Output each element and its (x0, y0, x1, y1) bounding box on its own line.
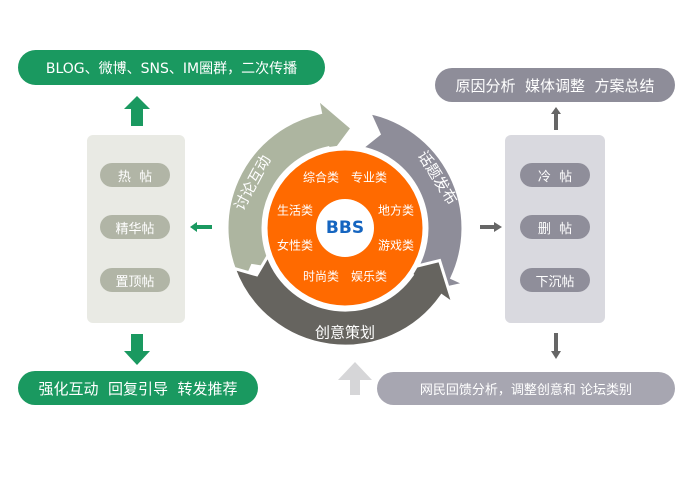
category-label: 时尚类 (303, 270, 339, 284)
cold-post: 冷 帖 (520, 163, 590, 187)
pinned-post: 置顶帖 (100, 268, 170, 292)
category-label: 生活类 (277, 204, 313, 218)
up-arrow-icon (124, 96, 150, 126)
plan-label: 创意策划 (315, 324, 375, 342)
left-arrow-icon (190, 222, 212, 232)
bbs-center (316, 199, 374, 257)
up-arrow-small-icon (551, 107, 561, 130)
left-panel: 热 帖 精华帖 置顶帖 (87, 135, 185, 323)
category-label: 专业类 (351, 170, 387, 185)
sunk-post: 下沉帖 (520, 268, 590, 292)
category-label: 女性类 (277, 238, 313, 253)
hot-post: 热 帖 (100, 163, 170, 187)
feedback-return-arrow-icon (338, 362, 375, 395)
right-panel: 冷 帖 删 帖 下沉帖 (505, 135, 605, 323)
interaction-banner: 强化互动 回复引导 转发推荐 (18, 371, 258, 405)
down-arrow-small-icon (551, 333, 561, 359)
feedback-banner: 网民回馈分析，调整创意和 论坛类别 (377, 372, 675, 405)
right-arrow-icon (480, 222, 502, 232)
featured-post: 精华帖 (100, 215, 170, 239)
deleted-post: 删 帖 (520, 215, 590, 239)
category-label: 综合类 (303, 170, 339, 185)
down-arrow-icon (124, 334, 150, 365)
category-label: 游戏类 (378, 239, 414, 253)
category-label: 地方类 (378, 203, 414, 218)
category-label: 娱乐类 (351, 270, 387, 284)
bbs-label: BBS (326, 218, 364, 238)
analysis-banner: 原因分析 媒体调整 方案总结 (435, 68, 675, 102)
secondary-spread-banner: BLOG、微博、SNS、IM圈群，二次传播 (18, 50, 325, 85)
